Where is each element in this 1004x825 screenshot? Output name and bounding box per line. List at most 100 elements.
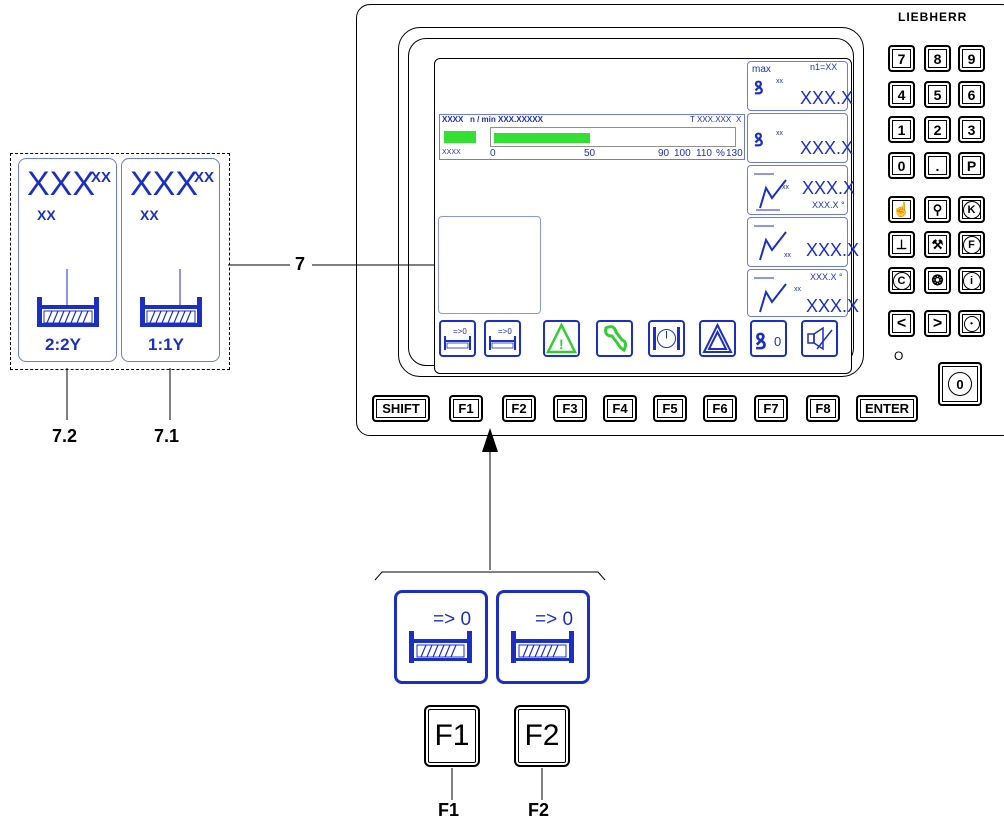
key-7[interactable]: 7 (888, 45, 915, 72)
hook-hand-key[interactable]: ☝ (888, 196, 915, 223)
f3-key[interactable]: F3 (553, 395, 587, 422)
cell-small: xx (784, 252, 791, 259)
drum-zero-icon: => 0 (511, 609, 574, 663)
arrow-right-icon: > (932, 314, 943, 332)
detail-key-label: => 0 (535, 609, 573, 630)
wrench-icon: ⚒ (931, 236, 944, 252)
key-4[interactable]: 4 (888, 81, 915, 108)
arrow-right-key[interactable]: > (924, 310, 951, 337)
k-circle-label: K (962, 200, 981, 219)
cell-load-max: max n1=XX ꝸ xx XXX.X (747, 61, 853, 111)
scale-130: 130 (726, 148, 743, 159)
softkey-4-wrench[interactable] (596, 320, 633, 357)
panel-ratio: 1:1Y (148, 335, 184, 354)
f2-key[interactable]: F2 (502, 395, 536, 422)
key-0[interactable]: 0 (888, 152, 915, 179)
detail-f2-key[interactable]: F2 (514, 705, 570, 767)
engine-gauge: XXXX n / min XXX.XXXXX T XXX.XXX X XXXX … (439, 114, 745, 160)
boom-icon (754, 277, 787, 313)
hazard-triangle-icon (702, 322, 733, 353)
panel-7-1: XXX XX XX 1:1Y (121, 158, 220, 362)
cell-top: XXX.X ° (810, 272, 843, 282)
arrow-left-icon: < (896, 314, 907, 332)
f1-key[interactable]: F1 (449, 395, 483, 422)
cell-small: xx (782, 184, 789, 191)
drum-zero-icon: =>0 (489, 327, 516, 350)
key-i[interactable]: i (958, 267, 985, 294)
enter-key[interactable]: ENTER (856, 395, 918, 422)
boom-icon (754, 225, 787, 261)
cell-sub: XXX.X ° (812, 200, 845, 210)
softkey-8-mute[interactable] (801, 320, 838, 357)
detail-softkey-f2[interactable]: => 0 (496, 590, 590, 684)
svg-text:!: ! (559, 336, 564, 352)
detail-softkey-f1[interactable]: => 0 (394, 590, 488, 684)
gauge-top-left: XXXX (442, 115, 464, 124)
wrench-key[interactable]: ⚒ (924, 231, 951, 258)
hook-zero-label: 0 (774, 334, 782, 349)
key-8[interactable]: 8 (924, 45, 951, 72)
compass-icon: ❂ (931, 272, 944, 288)
crane-config-key[interactable]: ⚲ (924, 196, 951, 223)
cell-value: XXX.X (802, 178, 856, 198)
c-circle-label: C (892, 271, 911, 290)
cell-value: XXX.X (806, 240, 860, 260)
panel-sub: XX (140, 207, 159, 223)
compass-key[interactable]: ❂ (924, 267, 951, 294)
shift-key[interactable]: SHIFT (372, 395, 430, 422)
boom-icon (754, 173, 787, 211)
callout-f1: F1 (438, 800, 460, 820)
softkey-2-drum-zero[interactable]: =>0 (484, 320, 521, 357)
softkey-3-warning[interactable]: ! (543, 320, 580, 357)
hook-icon: ꝸ (755, 329, 767, 354)
gauge-bar-frame (490, 127, 736, 147)
hook-hand-icon: ☝ (892, 201, 911, 217)
dot-circle-key[interactable]: • (958, 310, 985, 337)
panel-sub: XX (37, 207, 56, 223)
detail-f1-key[interactable]: F1 (424, 705, 480, 767)
dot-circle-icon: • (963, 315, 980, 332)
softkey-6-hazard[interactable] (699, 320, 736, 357)
cell-value: XXX.X (800, 88, 854, 108)
drum-zero-icon: =>0 (444, 327, 471, 350)
key-dot[interactable]: . (924, 152, 951, 179)
key-6[interactable]: 6 (958, 81, 985, 108)
outrigger-icon: ⊥ (895, 236, 908, 252)
f4-key[interactable]: F4 (603, 395, 637, 422)
key-k[interactable]: K (958, 196, 985, 223)
key-3[interactable]: 3 (958, 116, 985, 143)
key-f[interactable]: F (958, 231, 985, 258)
key-1[interactable]: 1 (888, 116, 915, 143)
f7-key[interactable]: F7 (754, 395, 788, 422)
key-9[interactable]: 9 (958, 45, 985, 72)
cell-small: xx (776, 78, 783, 85)
softkey-7-hook-zero[interactable]: ꝸ 0 (750, 320, 787, 357)
f6-key[interactable]: F6 (703, 395, 737, 422)
mute-horn-icon (807, 326, 833, 351)
detail-key-label: => 0 (433, 609, 471, 630)
softkey-5-drum-monitor[interactable] (648, 320, 685, 357)
gauge-t-value: T XXX.XXX (690, 115, 732, 124)
key-p[interactable]: P (958, 152, 985, 179)
key-5[interactable]: 5 (924, 81, 951, 108)
hook-icon: ꝸ (754, 130, 764, 150)
f8-key[interactable]: F8 (806, 395, 840, 422)
outrigger-key[interactable]: ⊥ (888, 231, 915, 258)
wrench-icon (604, 325, 628, 353)
f5-key[interactable]: F5 (653, 395, 687, 422)
arrow-left-key[interactable]: < (888, 310, 915, 337)
device-housing (356, 4, 1004, 436)
svg-text:=>0: =>0 (498, 327, 512, 336)
softkey-1-drum-zero[interactable]: =>0 (439, 320, 476, 357)
panel-sup: XX (194, 169, 215, 186)
key-2[interactable]: 2 (924, 116, 951, 143)
panel-ratio: 2:2Y (45, 335, 81, 354)
gauge-value: XXX.XXXXX (498, 115, 543, 124)
zoom-group-frame (10, 153, 230, 370)
panel-sup: XX (91, 169, 112, 186)
power-icon: 0 (948, 372, 972, 396)
key-c[interactable]: C (888, 267, 915, 294)
power-key[interactable]: 0 (938, 362, 982, 406)
drum-zero-icon: => 0 (409, 609, 472, 663)
scale-percent: % (716, 148, 725, 159)
